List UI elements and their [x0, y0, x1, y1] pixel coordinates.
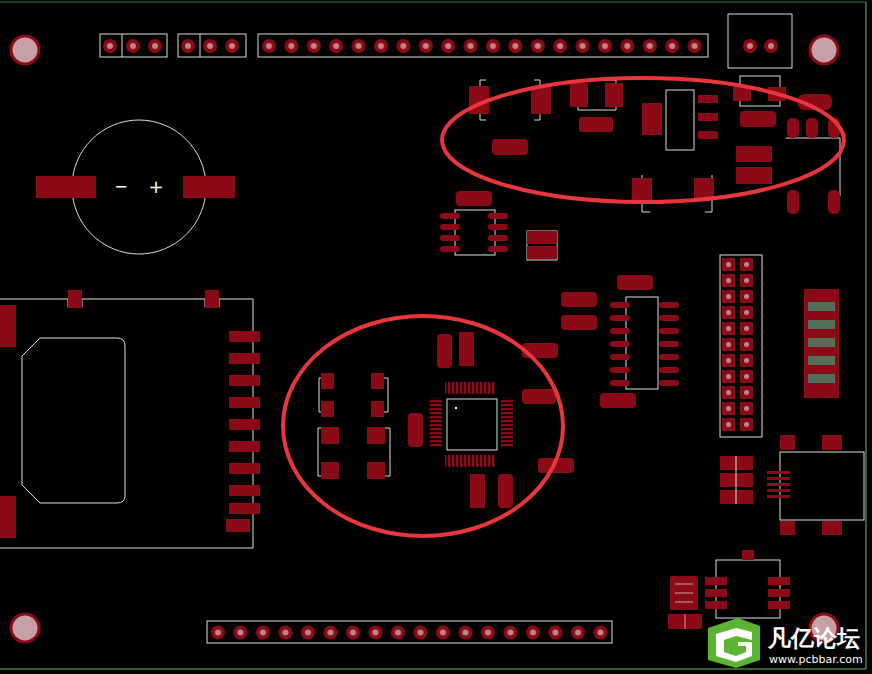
watermark-logo	[708, 618, 760, 668]
header-bottom	[207, 621, 612, 643]
header-3pin	[100, 34, 246, 57]
mcu-section	[318, 332, 513, 508]
sd-card-holder	[0, 299, 253, 548]
header-top	[258, 34, 708, 57]
middle-parts	[440, 191, 679, 473]
polarity-mark: −	[114, 179, 127, 195]
polarity-mark: +	[148, 178, 163, 196]
mounting-holes	[11, 36, 838, 642]
watermark-text: 凡亿论坛	[768, 627, 860, 650]
usb-connector	[720, 435, 864, 535]
connector-2pin	[728, 14, 792, 68]
battery-holder	[36, 120, 235, 254]
watermark-url: www.pcbbar.com	[769, 654, 863, 665]
sd-pads	[0, 290, 260, 538]
sot-chip	[668, 550, 790, 629]
resistor-array	[804, 289, 839, 398]
highlight-ellipses	[283, 78, 844, 536]
header-vertical	[720, 255, 762, 437]
